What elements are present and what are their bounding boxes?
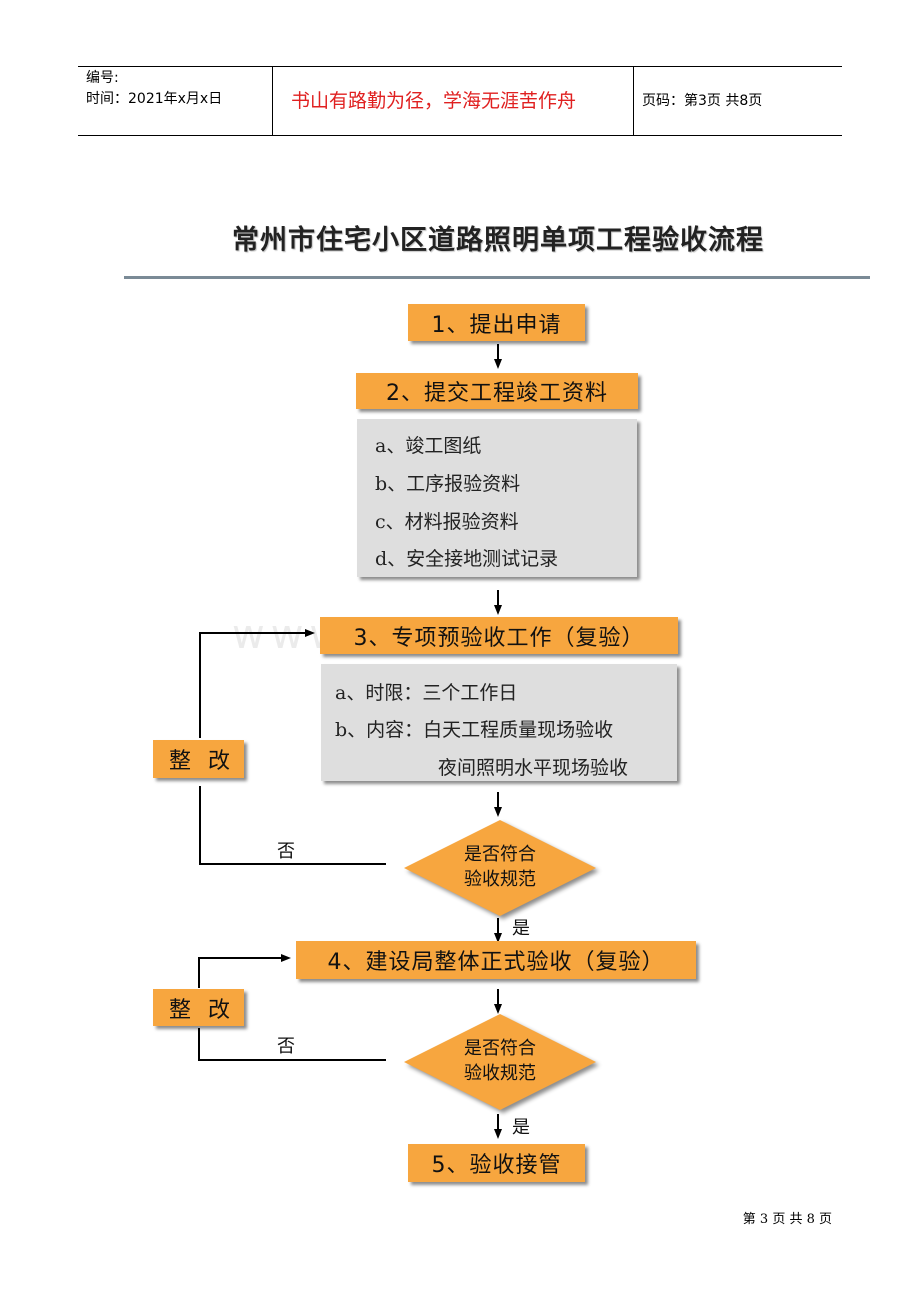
loop-1-no-line bbox=[199, 786, 386, 865]
header-page-label: 页码：第3页 共8页 bbox=[642, 93, 763, 109]
step-5-box: 5、验收接管 bbox=[408, 1144, 585, 1182]
page-footer: 第 3 页 共 8 页 bbox=[742, 1212, 832, 1227]
header-divider-2 bbox=[633, 66, 634, 136]
step-1-box: 1、提出申请 bbox=[408, 304, 585, 341]
header-bottom-rule bbox=[78, 135, 842, 136]
page-title: 常州市住宅小区道路照明单项工程验收流程 bbox=[232, 225, 764, 256]
step-2-details bbox=[357, 419, 637, 577]
step-3-item-b: b、内容：白天工程质量现场验收 bbox=[335, 719, 614, 741]
rectify-box-1: 整 改 bbox=[153, 740, 244, 778]
yes-label-2: 是 bbox=[512, 1117, 530, 1138]
step-3-details bbox=[321, 664, 677, 781]
decision-diamond-1-shape bbox=[404, 820, 596, 916]
step-3-item-a: a、时限：三个工作日 bbox=[335, 682, 518, 704]
step-4-box: 4、建设局整体正式验收（复验） bbox=[296, 941, 696, 979]
no-label-2: 否 bbox=[277, 1036, 295, 1057]
step-2-item-d: d、安全接地测试记录 bbox=[375, 548, 559, 570]
decision-1-text: 是否符合 验收规范 bbox=[440, 842, 560, 892]
title-rule bbox=[124, 276, 870, 279]
step-1-label: 1、提出申请 bbox=[431, 312, 562, 338]
header-divider-1 bbox=[272, 66, 273, 136]
decision-diamond-2-shape bbox=[404, 1014, 596, 1110]
step-3-item-b-cont: 夜间照明水平现场验收 bbox=[438, 757, 629, 779]
step-2-item-a: a、竣工图纸 bbox=[375, 435, 482, 457]
yes-label-1: 是 bbox=[512, 918, 530, 939]
loop-1-return-line bbox=[199, 629, 315, 738]
rectify-box-2: 整 改 bbox=[153, 989, 244, 1026]
header-motto: 书山有路勤为径，学海无涯苦作舟 bbox=[291, 90, 577, 112]
rectify-label-2: 整 改 bbox=[169, 997, 231, 1023]
decision-1-line-2: 验收规范 bbox=[464, 869, 536, 890]
step-3-label: 3、专项预验收工作（复验） bbox=[353, 625, 645, 651]
decision-2-line-2: 验收规范 bbox=[464, 1063, 536, 1084]
decision-2-text: 是否符合 验收规范 bbox=[440, 1036, 560, 1086]
header-time-label: 时间：2021年x月x日 bbox=[86, 91, 223, 107]
step-3-box: 3、专项预验收工作（复验） bbox=[320, 617, 678, 654]
decision-1-line-1: 是否符合 bbox=[464, 844, 536, 865]
decision-2-line-1: 是否符合 bbox=[464, 1038, 536, 1059]
loop-2-return-line bbox=[198, 954, 291, 988]
no-label-1: 否 bbox=[277, 841, 295, 862]
step-2-label: 2、提交工程竣工资料 bbox=[386, 381, 608, 406]
step-4-label: 4、建设局整体正式验收（复验） bbox=[327, 950, 665, 975]
step-5-label: 5、验收接管 bbox=[431, 1153, 562, 1178]
header-top-rule bbox=[78, 66, 842, 67]
step-2-box: 2、提交工程竣工资料 bbox=[356, 373, 638, 409]
loop-2-no-line bbox=[198, 1028, 386, 1061]
step-2-item-b: b、工序报验资料 bbox=[375, 473, 521, 495]
step-2-item-c: c、材料报验资料 bbox=[375, 511, 519, 533]
header-code-label: 编号: bbox=[86, 70, 119, 86]
rectify-label-1: 整 改 bbox=[169, 749, 231, 774]
